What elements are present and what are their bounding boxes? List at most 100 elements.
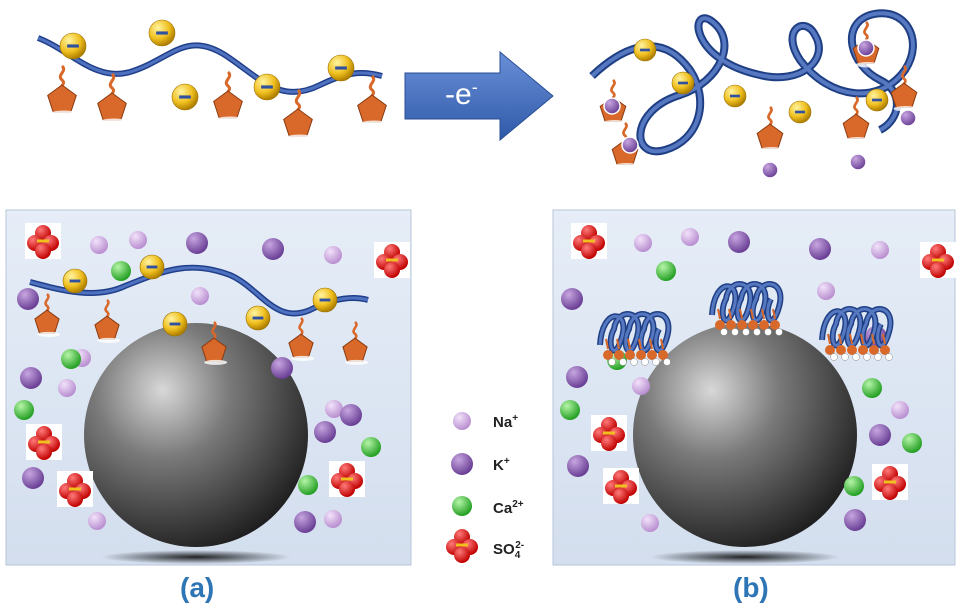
panel-a-label: (a) <box>180 572 215 603</box>
calcium-ion <box>560 400 580 420</box>
legend <box>446 412 478 563</box>
coiled-polymer-top <box>709 281 784 336</box>
oxidation-arrow <box>404 50 554 142</box>
arrow-label: -e- <box>445 77 478 111</box>
calcium-ion <box>298 475 318 495</box>
side-group <box>201 321 228 365</box>
particle-shadow <box>649 550 841 564</box>
panel-b <box>560 223 956 564</box>
anion-bead <box>62 268 88 294</box>
legend-potassium-icon <box>451 453 473 475</box>
potassium-ion <box>314 421 336 443</box>
sulfate-ion <box>872 464 908 500</box>
calcium-ion <box>656 261 676 281</box>
panel-b-label: (b) <box>733 572 769 603</box>
cation-bead <box>603 97 621 115</box>
potassium-ion <box>22 467 44 489</box>
potassium-ion <box>262 238 284 260</box>
sulfate-ion <box>374 242 410 278</box>
side-group <box>47 64 78 117</box>
cation-bead <box>761 161 779 179</box>
particle-shadow <box>100 550 292 564</box>
anion-bead <box>245 305 271 331</box>
sulfate-ion <box>446 529 478 563</box>
sodium-ion <box>324 246 342 264</box>
potassium-ion <box>294 511 316 533</box>
side-group <box>342 321 369 365</box>
anion-bead <box>148 19 176 47</box>
legend-sodium-icon <box>453 412 471 430</box>
calcium-ion <box>14 400 34 420</box>
potassium-ion <box>869 424 891 446</box>
cation-bead <box>857 39 875 57</box>
potassium-ion <box>567 455 589 477</box>
calcium-ion <box>862 378 882 398</box>
sulfate-ion <box>57 471 93 507</box>
nanoparticle <box>633 323 857 547</box>
calcium-ion <box>844 476 864 496</box>
anion-bead <box>312 287 338 313</box>
legend-label-so4: SO42- <box>493 540 525 561</box>
panel-a <box>14 223 410 564</box>
potassium-ion <box>340 404 362 426</box>
sodium-ion <box>634 234 652 252</box>
potassium-ion <box>728 231 750 253</box>
sulfate-ion <box>603 468 639 504</box>
nanoparticle <box>84 323 308 547</box>
sodium-ion <box>817 282 835 300</box>
sulfate-ion <box>920 242 956 278</box>
calcium-ion <box>902 433 922 453</box>
coiled-polymer-left <box>597 311 672 366</box>
side-group <box>97 72 128 125</box>
calcium-ion <box>61 349 81 369</box>
cation-bead <box>849 153 867 171</box>
side-group <box>288 317 315 361</box>
sodium-ion <box>891 401 909 419</box>
sodium-ion <box>871 241 889 259</box>
anion-bead <box>788 100 812 124</box>
calcium-ion <box>111 261 131 281</box>
neutral-polymer-chain <box>36 19 388 141</box>
side-group <box>890 64 918 112</box>
potassium-ion <box>17 288 39 310</box>
anion-bead <box>171 83 199 111</box>
coiled-polymer-right <box>819 306 894 361</box>
side-group <box>34 293 61 337</box>
side-group <box>213 70 244 123</box>
sodium-ion <box>90 236 108 254</box>
anion-bead <box>139 254 165 280</box>
sodium-ion <box>681 228 699 246</box>
anion-bead <box>865 88 889 112</box>
cation-bead <box>899 109 917 127</box>
anion-bead <box>253 73 281 101</box>
sodium-ion <box>325 400 343 418</box>
potassium-ion <box>809 238 831 260</box>
collapsed-polymer-chain <box>589 9 918 179</box>
side-group <box>94 299 121 343</box>
sulfate-ion <box>25 223 61 259</box>
cation-bead <box>621 136 639 154</box>
sodium-ion <box>88 512 106 530</box>
anion-bead <box>671 71 695 95</box>
sodium-ion <box>58 379 76 397</box>
legend-calcium-icon <box>452 496 472 516</box>
potassium-ion <box>561 288 583 310</box>
potassium-ion <box>20 367 42 389</box>
potassium-ion <box>271 357 293 379</box>
anion-bead <box>327 54 355 82</box>
side-group <box>357 74 388 127</box>
side-group <box>283 88 314 141</box>
sodium-ion <box>641 514 659 532</box>
side-group <box>756 105 784 153</box>
anion-bead <box>59 32 87 60</box>
anion-bead <box>723 84 747 108</box>
sodium-ion <box>129 231 147 249</box>
calcium-ion <box>361 437 381 457</box>
potassium-ion <box>844 509 866 531</box>
side-group <box>842 95 870 143</box>
anion-bead <box>633 38 657 62</box>
sodium-ion <box>632 377 650 395</box>
legend-label-k: K+ <box>493 456 510 474</box>
anion-bead <box>162 311 188 337</box>
